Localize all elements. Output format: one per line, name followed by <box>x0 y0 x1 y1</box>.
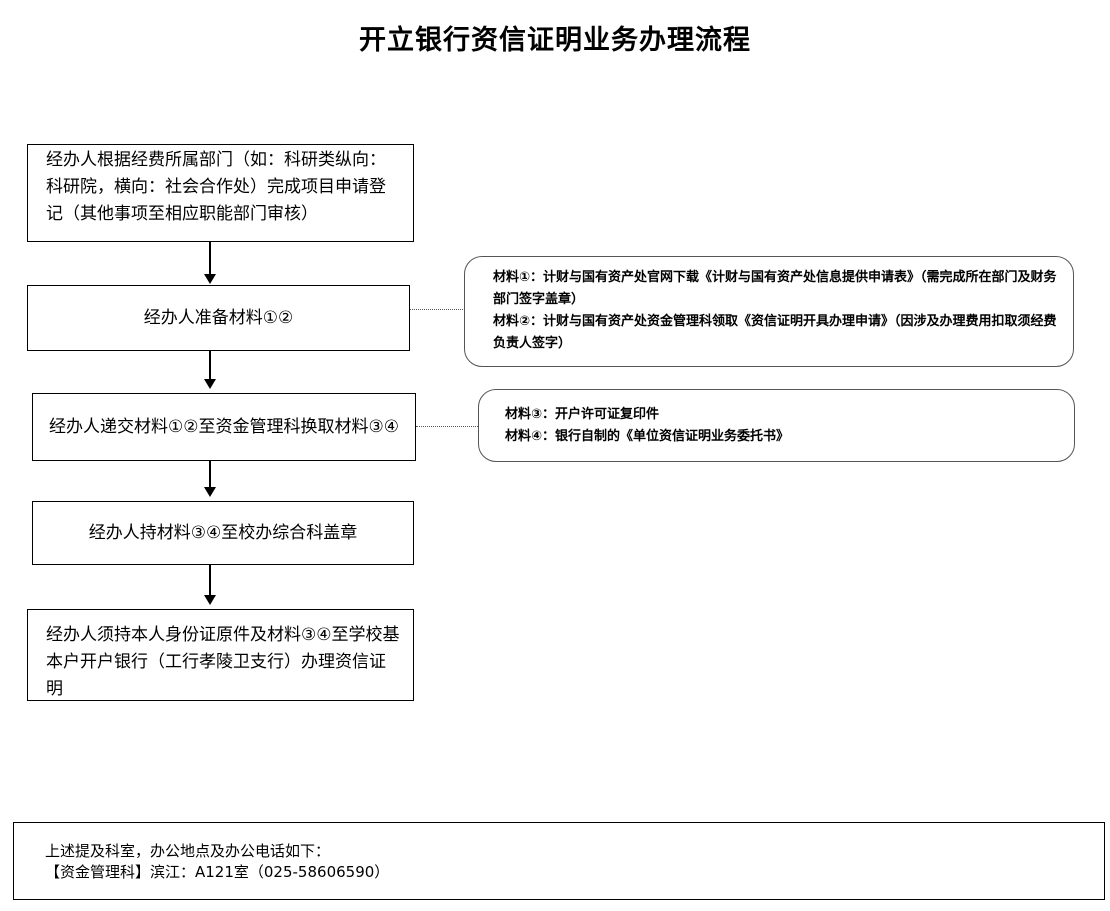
arrow-4-5-head <box>204 595 216 605</box>
step-2-box: 经办人准备材料①② <box>27 285 410 351</box>
arrow-1-2-line <box>209 242 211 276</box>
step-3-text: 经办人递交材料①②至资金管理科换取材料③④ <box>49 416 399 437</box>
connector-step3-note <box>416 426 478 427</box>
arrow-1-2-head <box>204 274 216 284</box>
contact-info-box: 上述提及科室，办公地点及办公电话如下： 【资金管理科】滨江：A121室（025-… <box>13 822 1105 900</box>
step-4-text: 经办人持材料③④至校办综合科盖章 <box>88 522 358 543</box>
arrow-3-4-line <box>209 461 211 489</box>
arrow-4-5-line <box>209 565 211 597</box>
contact-intro: 上述提及科室，办公地点及办公电话如下： <box>45 842 331 860</box>
step-1-text: 经办人根据经费所属部门（如：科研类纵向：科研院，横向：社会合作处）完成项目申请登… <box>46 150 386 224</box>
step-2-text: 经办人准备材料①② <box>143 307 294 328</box>
note-material-3: 材料③：开户许可证复印件 <box>505 407 660 422</box>
note-material-2: 材料②：计财与国有资产处资金管理科领取《资信证明开具办理申请》（因涉及办理费用扣… <box>493 314 1057 351</box>
step-5-text: 经办人须持本人身份证原件及材料③④至学校基本户开户银行（工行孝陵卫支行）办理资信… <box>46 625 400 699</box>
note-materials-3-4: 材料③：开户许可证复印件 材料④：银行自制的《单位资信证明业务委托书》 <box>478 389 1075 462</box>
arrow-2-3-line <box>209 351 211 381</box>
note-material-4: 材料④：银行自制的《单位资信证明业务委托书》 <box>505 429 790 444</box>
note-materials-1-2: 材料①：计财与国有资产处官网下载《计财与国有资产处信息提供申请表》（需完成所在部… <box>464 256 1074 367</box>
note-material-1: 材料①：计财与国有资产处官网下载《计财与国有资产处信息提供申请表》（需完成所在部… <box>493 270 1057 307</box>
page-title: 开立银行资信证明业务办理流程 <box>359 25 751 56</box>
step-4-box: 经办人持材料③④至校办综合科盖章 <box>32 501 414 565</box>
step-5-box: 经办人须持本人身份证原件及材料③④至学校基本户开户银行（工行孝陵卫支行）办理资信… <box>27 609 414 701</box>
step-1-box: 经办人根据经费所属部门（如：科研类纵向：科研院，横向：社会合作处）完成项目申请登… <box>27 144 414 242</box>
connector-step2-note <box>410 309 465 310</box>
step-3-box: 经办人递交材料①②至资金管理科换取材料③④ <box>32 393 416 461</box>
arrow-3-4-head <box>204 487 216 497</box>
arrow-2-3-head <box>204 379 216 389</box>
contact-fund-office: 【资金管理科】滨江：A121室（025-58606590） <box>45 863 390 881</box>
